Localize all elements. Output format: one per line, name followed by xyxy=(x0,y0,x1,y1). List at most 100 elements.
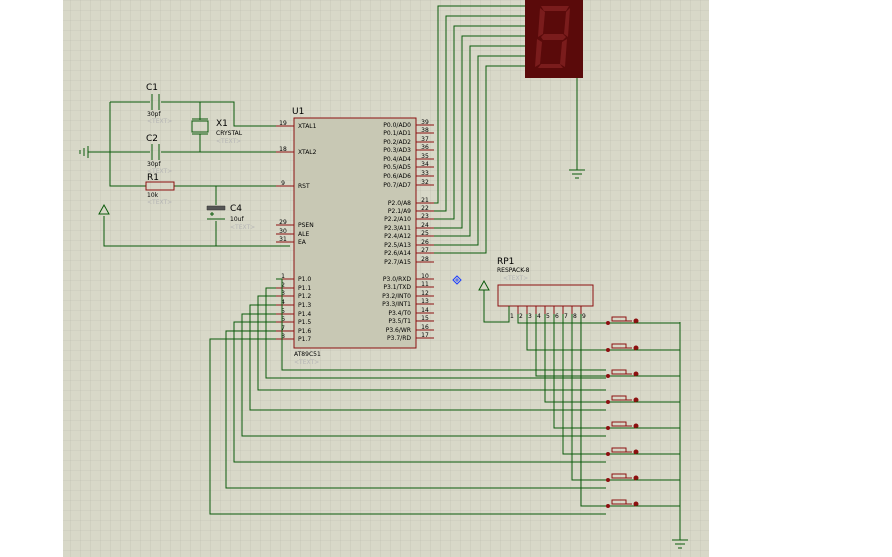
switch-terminal xyxy=(606,321,610,325)
push-button[interactable] xyxy=(606,395,680,404)
push-button[interactable] xyxy=(606,421,680,430)
u1-pin-name: P1.0 xyxy=(298,276,311,283)
switch-terminal xyxy=(633,423,639,429)
rp1-text: <TEXT> xyxy=(503,275,528,282)
push-button[interactable] xyxy=(606,473,680,482)
switch-terminal xyxy=(633,449,639,455)
push-button[interactable] xyxy=(606,343,680,352)
p2-wire xyxy=(434,15,525,212)
u1-text: <TEXT> xyxy=(294,359,319,366)
u1-pin-name: P0.6/AD6 xyxy=(383,173,411,180)
u1-pin-number: 26 xyxy=(421,239,429,246)
u1-pin-name: P1.4 xyxy=(298,311,311,318)
switch-terminal xyxy=(606,400,610,404)
seven-segment-display[interactable]: 8 xyxy=(525,0,583,78)
switch-ground xyxy=(672,322,688,549)
u1-pin-number: 9 xyxy=(281,180,285,187)
rp1-ref: RP1 xyxy=(497,257,514,267)
u1-pin-name: P1.5 xyxy=(298,319,311,326)
c2-value: 30pf xyxy=(147,161,161,168)
crystal-x1[interactable]: X1 CRYSTAL <TEXT> xyxy=(191,118,243,145)
p1-wire xyxy=(257,295,606,391)
display-digit: 8 xyxy=(554,49,555,51)
pullup-wire xyxy=(562,314,606,455)
u1-ref: U1 xyxy=(292,107,304,117)
p1-wire xyxy=(241,313,606,437)
switch-terminal xyxy=(633,475,639,481)
u1-pin-number: 1 xyxy=(281,273,285,280)
power-terminal-left xyxy=(98,203,110,215)
u1-pin-number: 25 xyxy=(421,230,429,237)
u1-pin-name: P2.2/A10 xyxy=(384,216,411,223)
r1-text: <TEXT> xyxy=(147,199,172,206)
u1-pin-name: P2.0/A8 xyxy=(388,200,411,207)
u1-pin-name: P2.4/A12 xyxy=(384,233,411,240)
u1-pin-number: 36 xyxy=(421,144,429,151)
u1-pin-name: P1.7 xyxy=(298,336,311,343)
pullup-wire xyxy=(517,314,606,324)
push-button[interactable] xyxy=(606,447,680,456)
switch-terminal xyxy=(606,452,610,456)
u1-pin-name: P2.6/A14 xyxy=(384,250,411,257)
capacitor-c1[interactable]: C1 30pf <TEXT> xyxy=(146,83,172,125)
rp1-pin-number: 9 xyxy=(582,313,586,320)
push-button[interactable] xyxy=(606,316,680,325)
c2-text: <TEXT> xyxy=(147,168,172,175)
p1-wire xyxy=(276,278,606,371)
u1-pin-number: 8 xyxy=(281,333,285,340)
u1-pin-number: 23 xyxy=(421,213,429,220)
push-buttons[interactable] xyxy=(606,316,680,508)
push-button[interactable] xyxy=(606,499,680,508)
u1-pin-number: 19 xyxy=(279,120,287,127)
pullup-wire xyxy=(580,314,606,507)
u1-pin-name: P3.2/INT0 xyxy=(382,293,411,300)
push-button[interactable] xyxy=(606,369,680,378)
u1-pin-name: P1.2 xyxy=(298,293,311,300)
u1-pin-number: 18 xyxy=(279,146,287,153)
u1-pin-number: 33 xyxy=(421,170,429,177)
u1-pin-name: P2.3/A11 xyxy=(384,225,411,232)
resistor-r1[interactable]: R1 10k <TEXT> xyxy=(145,173,175,206)
p2-wire xyxy=(434,5,525,204)
u1-pin-name: P2.7/A15 xyxy=(384,259,411,266)
u1-pin-number: 24 xyxy=(421,222,429,229)
switch-terminal xyxy=(633,397,639,403)
u1-pin-number: 35 xyxy=(421,153,429,160)
u1-pin-number: 6 xyxy=(281,316,285,323)
u1-pin-name: P3.7/RD xyxy=(387,335,411,342)
u1-part: AT89C51 xyxy=(294,351,321,358)
u1-pin-name: P0.1/AD1 xyxy=(383,130,411,137)
u1-pin-number: 10 xyxy=(421,273,429,280)
pullup-wire xyxy=(544,314,606,403)
switch-terminal xyxy=(606,504,610,508)
u1-pin-number: 12 xyxy=(421,290,429,297)
u1-pin-number: 29 xyxy=(279,219,287,226)
pullup-wire xyxy=(571,314,606,481)
switch-terminal xyxy=(633,371,639,377)
p2-wire xyxy=(434,25,525,220)
capacitor-c2[interactable]: C2 30pf <TEXT> xyxy=(146,134,172,175)
u1-pin-name: P1.6 xyxy=(298,328,311,335)
u1-pin-number: 30 xyxy=(279,228,287,235)
capacitor-c4[interactable]: C4 10uf <TEXT> xyxy=(206,204,255,231)
u1-pin-number: 13 xyxy=(421,298,429,305)
rp1-pin-number: 8 xyxy=(573,313,577,320)
u1-pin-number: 22 xyxy=(421,205,429,212)
rp1-pin-number: 1 xyxy=(510,313,514,320)
u1-pin-number: 37 xyxy=(421,136,429,143)
oscillator-wires xyxy=(88,101,290,247)
r1-ref: R1 xyxy=(147,173,159,183)
u1-pin-name: P3.6/WR xyxy=(386,327,411,334)
u1-pin-name: XTAL1 xyxy=(298,123,317,130)
c4-ref: C4 xyxy=(230,204,242,214)
u1-pin-number: 17 xyxy=(421,332,429,339)
u1-pin-name: P0.4/AD4 xyxy=(383,156,411,163)
u1-pin-number: 31 xyxy=(279,236,287,243)
rp1-power-wire xyxy=(478,279,510,323)
c1-ref: C1 xyxy=(146,83,158,93)
u1-pin-number: 4 xyxy=(281,299,285,306)
